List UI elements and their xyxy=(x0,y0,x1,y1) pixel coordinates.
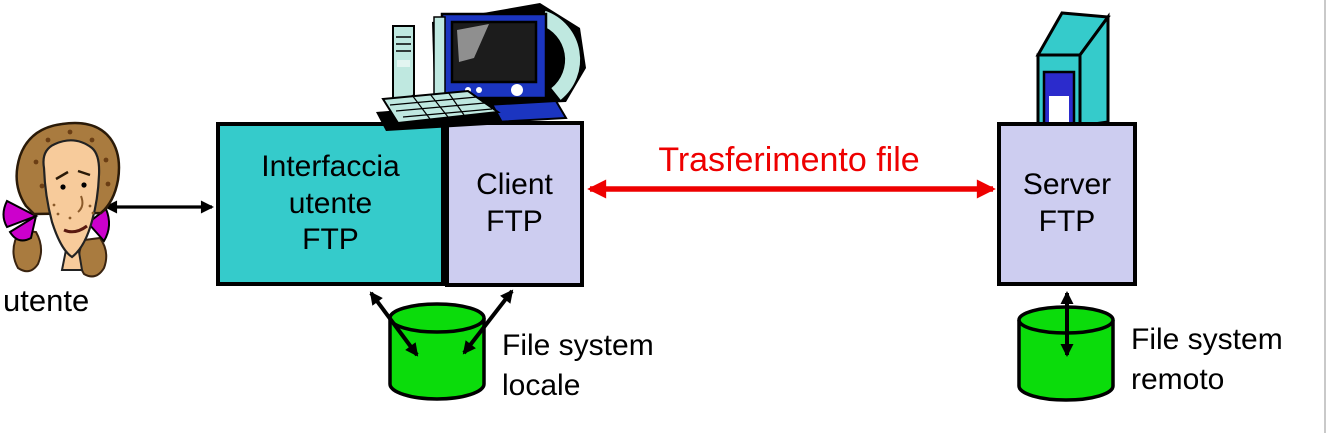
desktop-computer-icon xyxy=(376,3,586,131)
woman-user-icon xyxy=(2,121,121,278)
database-cylinder-icon xyxy=(1017,305,1115,402)
server-ftp-label: Server FTP xyxy=(1022,168,1112,238)
hair-bow xyxy=(2,199,39,242)
client-local-disk-arrow xyxy=(462,289,514,355)
client-ftp-box xyxy=(445,121,584,287)
interfaccia-utente-ftp-box xyxy=(216,122,445,286)
database-cylinder-icon xyxy=(388,302,486,401)
mouth xyxy=(63,224,88,234)
page-edge-divider xyxy=(1324,0,1326,433)
server-ftp-box xyxy=(997,122,1137,286)
user-label: utente xyxy=(3,283,90,318)
remote-file-system-label: File system remoto xyxy=(1131,323,1283,396)
server-tower-icon xyxy=(1035,11,1111,128)
ui-box-local-disk-arrow xyxy=(369,291,419,357)
interfaccia-utente-ftp-label: Interfaccia utente FTP xyxy=(261,150,400,257)
client-ftp-label: Client FTP xyxy=(476,168,553,238)
file-transfer-label: Trasferimento file xyxy=(658,141,920,179)
local-file-system-label: File system locale xyxy=(502,329,654,402)
